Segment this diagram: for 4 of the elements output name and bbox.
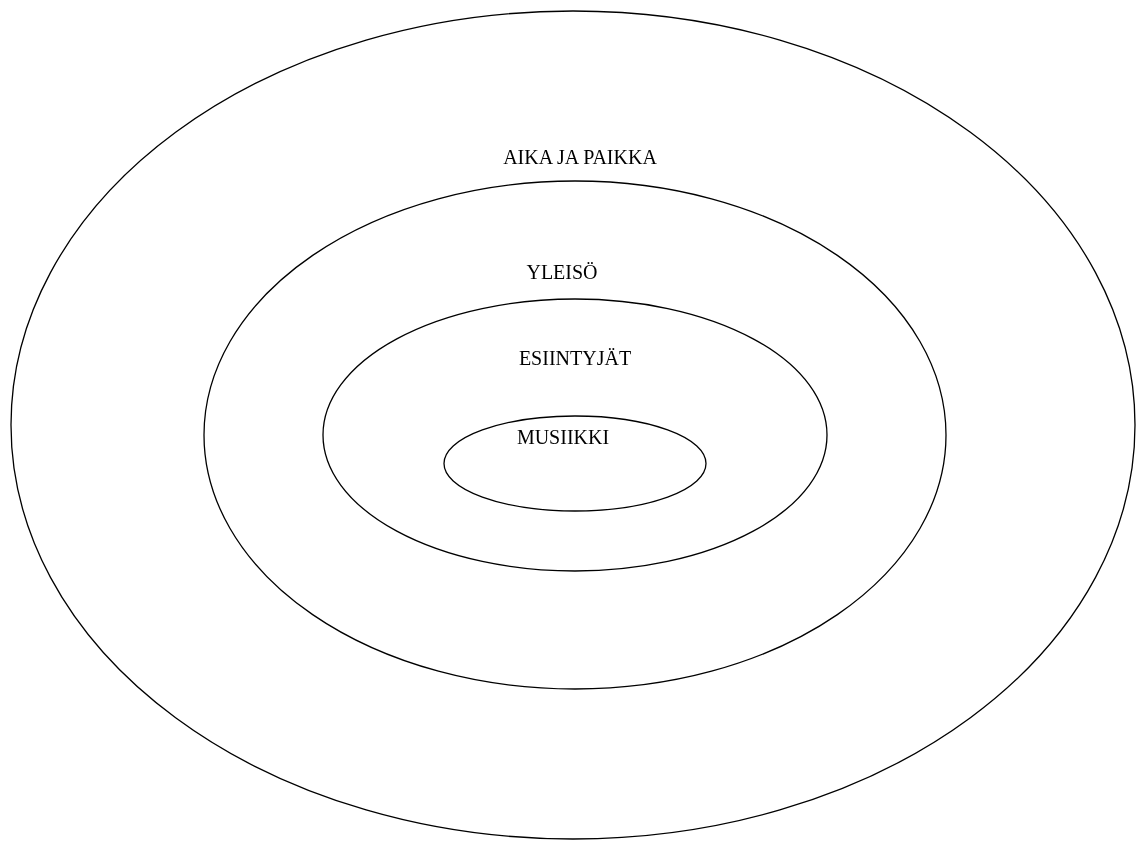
- ring-label: AIKA JA PAIKKA: [503, 147, 657, 167]
- ring-label: YLEISÖ: [526, 262, 598, 282]
- ring-label: ESIINTYJÄT: [518, 348, 632, 368]
- ring-label: MUSIIKKI: [516, 427, 610, 447]
